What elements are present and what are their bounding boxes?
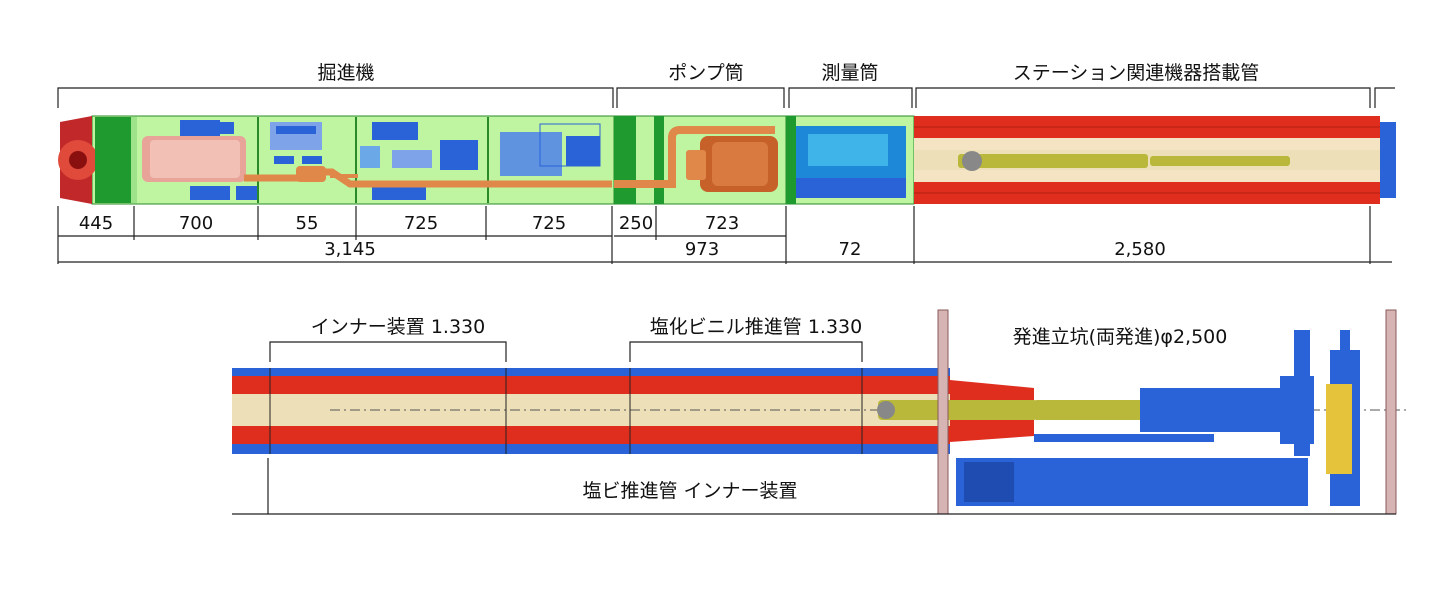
label-machine: 掘進機 xyxy=(317,62,374,84)
bracket-station xyxy=(915,87,1371,108)
label-pvc-pipe: 塩化ビニル推進管 1.330 xyxy=(650,316,862,338)
machine-body xyxy=(58,115,615,205)
dim-72: 72 xyxy=(839,239,862,260)
dim-445: 445 xyxy=(79,213,113,234)
dim-250: 250 xyxy=(619,213,653,234)
bracket-next xyxy=(1374,87,1395,108)
label-bottom: 塩ビ推進管 インナー装置 xyxy=(582,480,797,502)
dim-725-b: 725 xyxy=(532,213,566,234)
bracket-machine xyxy=(57,87,614,108)
bracket-inner-device xyxy=(269,341,507,362)
survey-section xyxy=(785,115,915,205)
dim-723: 723 xyxy=(705,213,739,234)
label-survey: 測量筒 xyxy=(821,62,878,84)
dim-2580: 2,580 xyxy=(1114,239,1166,260)
station-pipe xyxy=(914,116,1396,204)
top-diagram: 掘進機 ポンプ筒 測量筒 ステーション関連機器搭載管 xyxy=(57,62,1396,264)
label-launch-shaft: 発進立坑(両発進)φ2,500 xyxy=(1013,326,1228,348)
launch-equipment xyxy=(956,330,1360,506)
dim-700: 700 xyxy=(179,213,213,234)
dim-55: 55 xyxy=(296,213,319,234)
label-inner-device: インナー装置 1.330 xyxy=(311,316,485,338)
bracket-pump xyxy=(616,87,785,108)
bracket-survey xyxy=(788,87,913,108)
shaft-wall-right xyxy=(1385,309,1397,515)
pump-section xyxy=(613,115,787,205)
dim-725-a: 725 xyxy=(404,213,438,234)
pipe-string xyxy=(232,368,1410,454)
dimension-row-1 xyxy=(57,206,1371,264)
dim-3145: 3,145 xyxy=(324,239,376,260)
bottom-diagram: インナー装置 1.330 塩化ビニル推進管 1.330 発進立坑(両発進)φ2,… xyxy=(232,309,1410,515)
label-pump: ポンプ筒 xyxy=(668,62,743,84)
shaft-wall-left xyxy=(937,309,949,515)
section-brackets xyxy=(57,87,1395,108)
bracket-pvc-pipe xyxy=(629,341,863,362)
dim-973: 973 xyxy=(685,239,719,260)
label-station: ステーション関連機器搭載管 xyxy=(1013,62,1260,84)
